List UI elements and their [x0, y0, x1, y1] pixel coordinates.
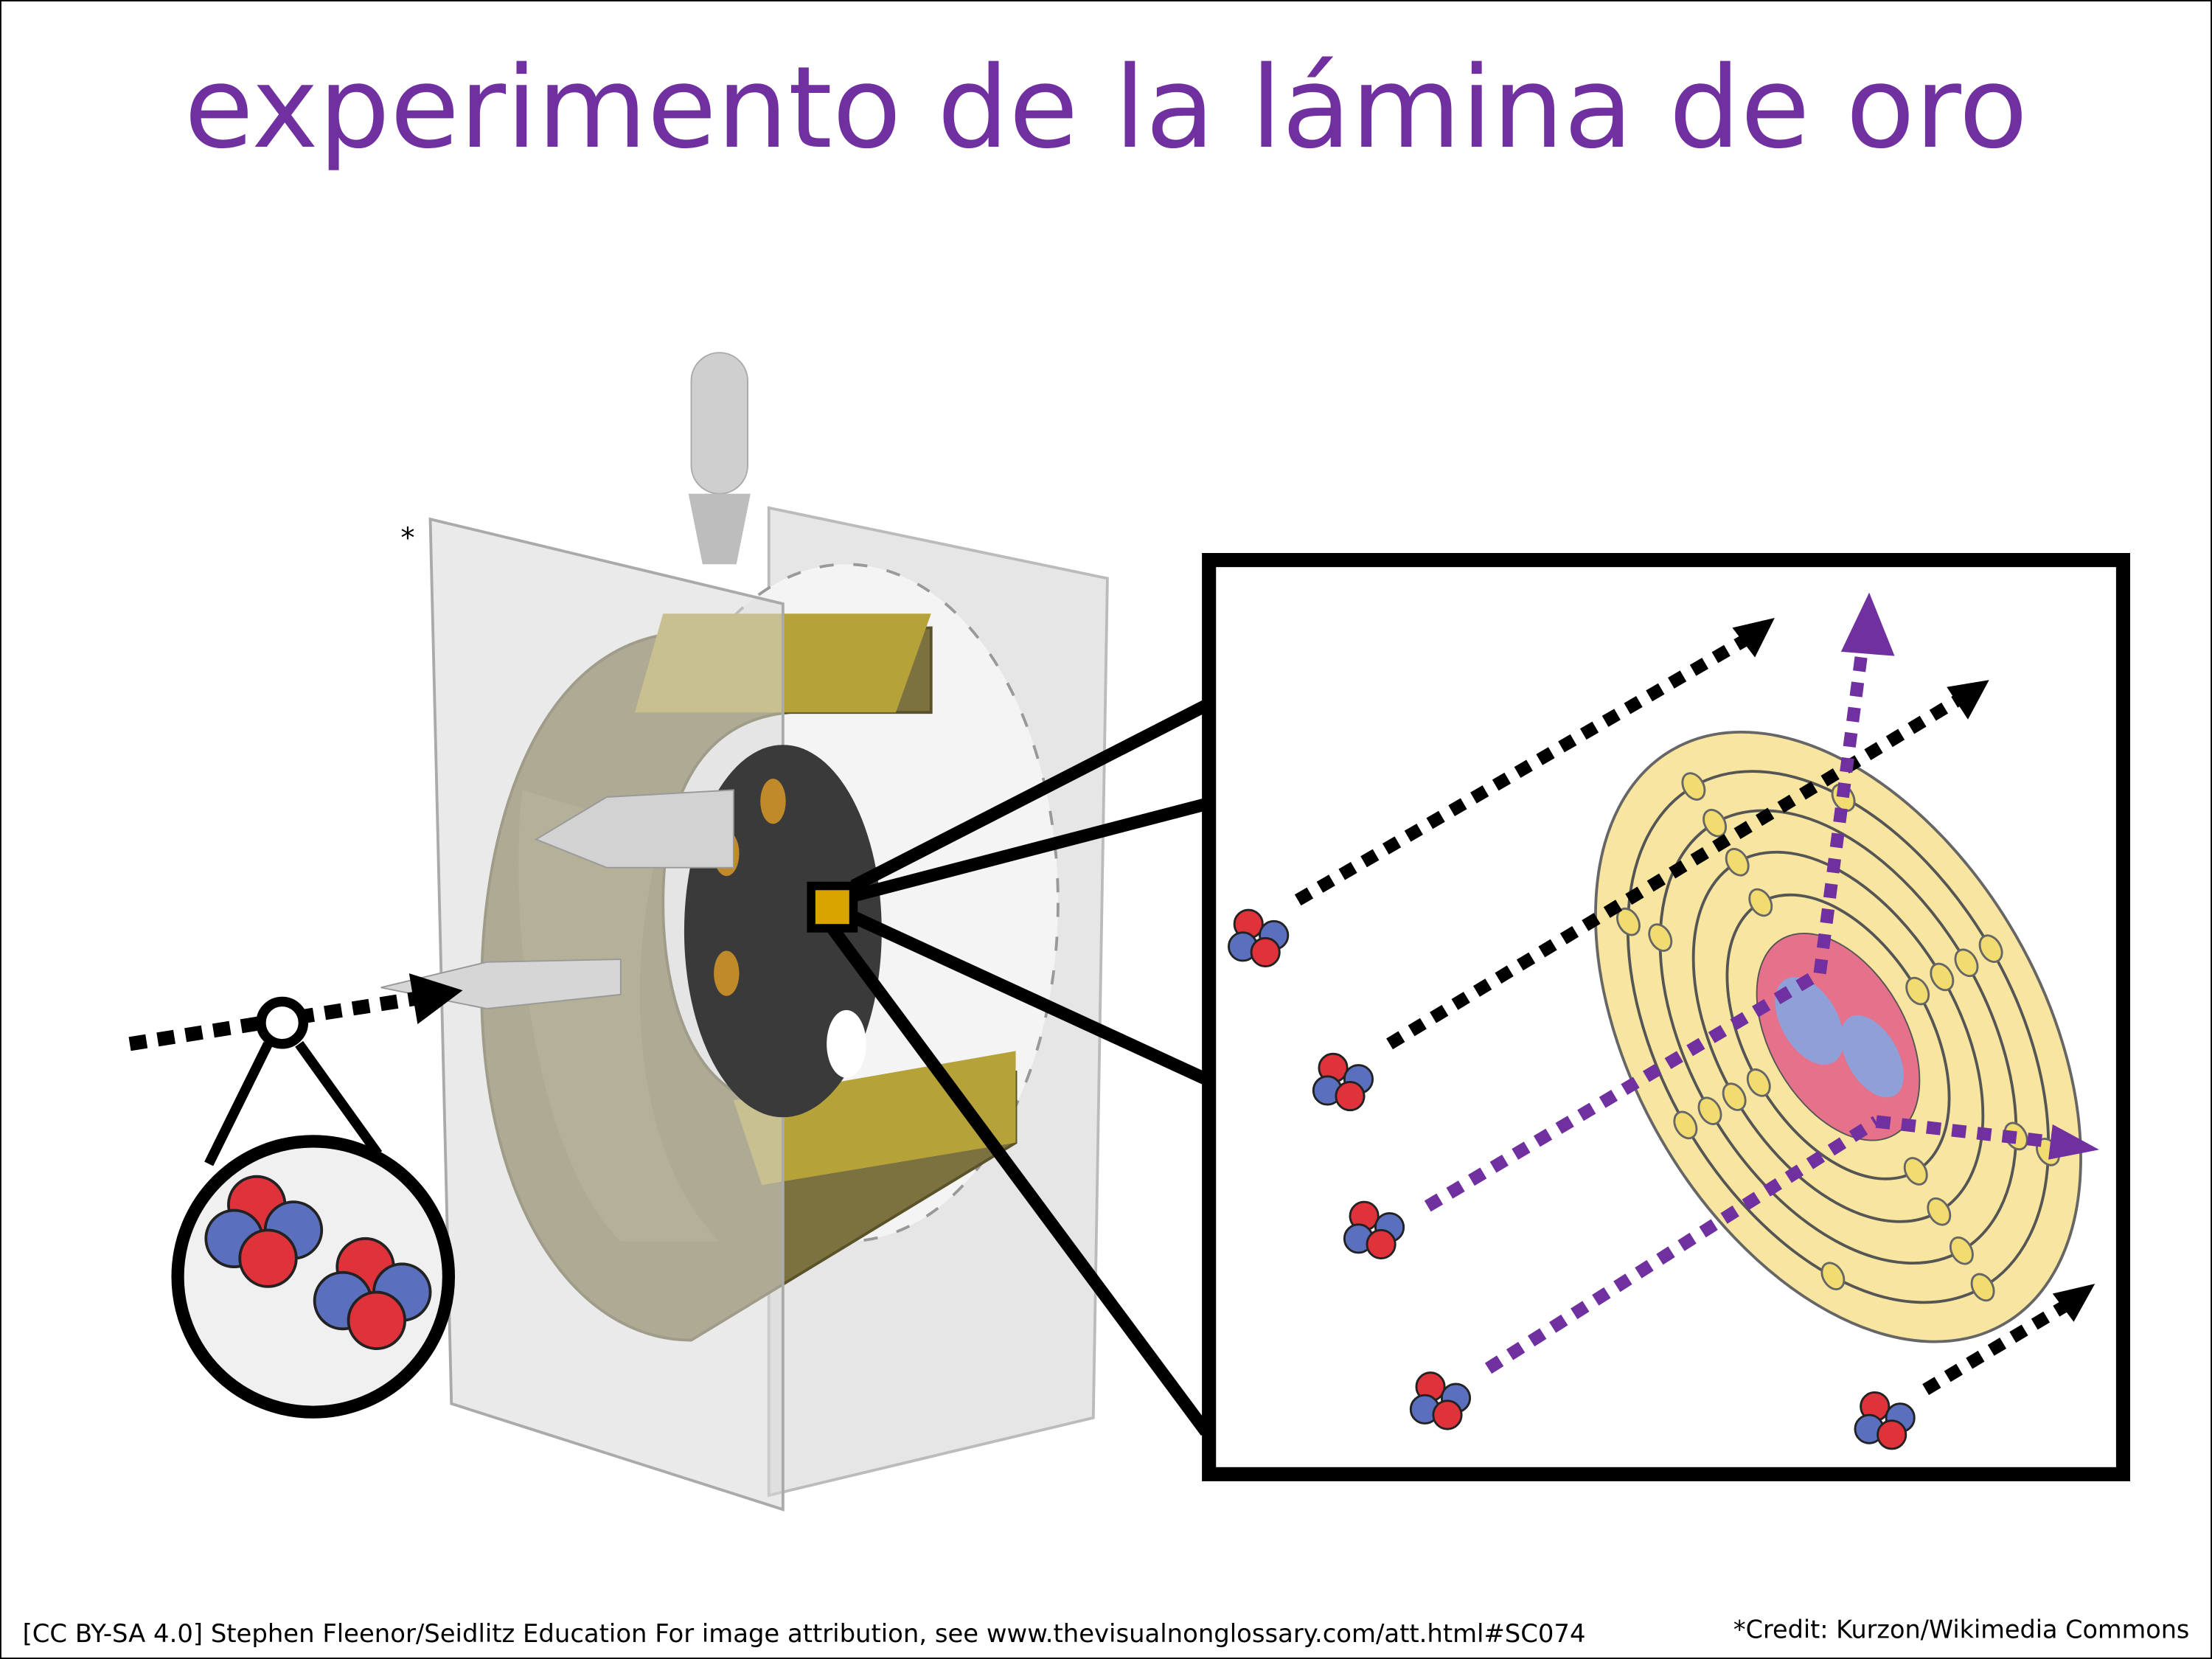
tube-connector: [688, 493, 751, 565]
disk-hole: [714, 950, 740, 996]
zoom-line: [852, 798, 1208, 902]
credit-text: *Credit: Kurzon/Wikimedia Commons: [1733, 1615, 2189, 1644]
disk-hole-open: [827, 1009, 866, 1078]
zoom-line: [850, 699, 1209, 892]
gold-foil-apparatus: [380, 352, 1109, 1512]
undeflected-path: [1922, 1299, 2070, 1395]
disk-hole: [760, 779, 786, 824]
atom-zoom-panel: [1202, 553, 2131, 1481]
attribution-text: [CC BY-SA 4.0] Stephen Fleenor/Seidlitz …: [23, 1619, 1586, 1648]
magnify-line: [295, 1040, 383, 1157]
zoom-line: [827, 924, 1211, 1436]
zoom-line: [850, 911, 1209, 1085]
undeflected-path: [1386, 692, 1964, 1050]
top-tube: [690, 352, 748, 495]
page-title: experimento de la lámina de oro: [184, 43, 2028, 174]
magnify-line: [204, 1041, 273, 1166]
credit-asterisk: *: [400, 521, 414, 554]
beam-arrowhead-icon: [408, 973, 463, 1025]
magnify-origin-circle: [256, 996, 309, 1049]
nucleus-neutrons: [1840, 1015, 1904, 1098]
arrowhead-icon: [1947, 680, 1989, 720]
front-glass-plate: [428, 517, 785, 1512]
undeflected-path: [1294, 632, 1753, 906]
arrowhead-icon: [1732, 618, 1775, 658]
arrowhead-icon: [1840, 592, 1895, 656]
gold-foil-square: [807, 881, 858, 933]
deflected-path: [1875, 1115, 2061, 1150]
deflected-path: [1813, 647, 1869, 975]
deflected-path: [1484, 1116, 1880, 1374]
arrowhead-icon: [2048, 1124, 2099, 1160]
gold-atom: [1594, 730, 2082, 1343]
arrowhead-icon: [2052, 1284, 2096, 1322]
nucleus-neutrons: [1775, 977, 1844, 1065]
upper-cone: [534, 789, 734, 869]
